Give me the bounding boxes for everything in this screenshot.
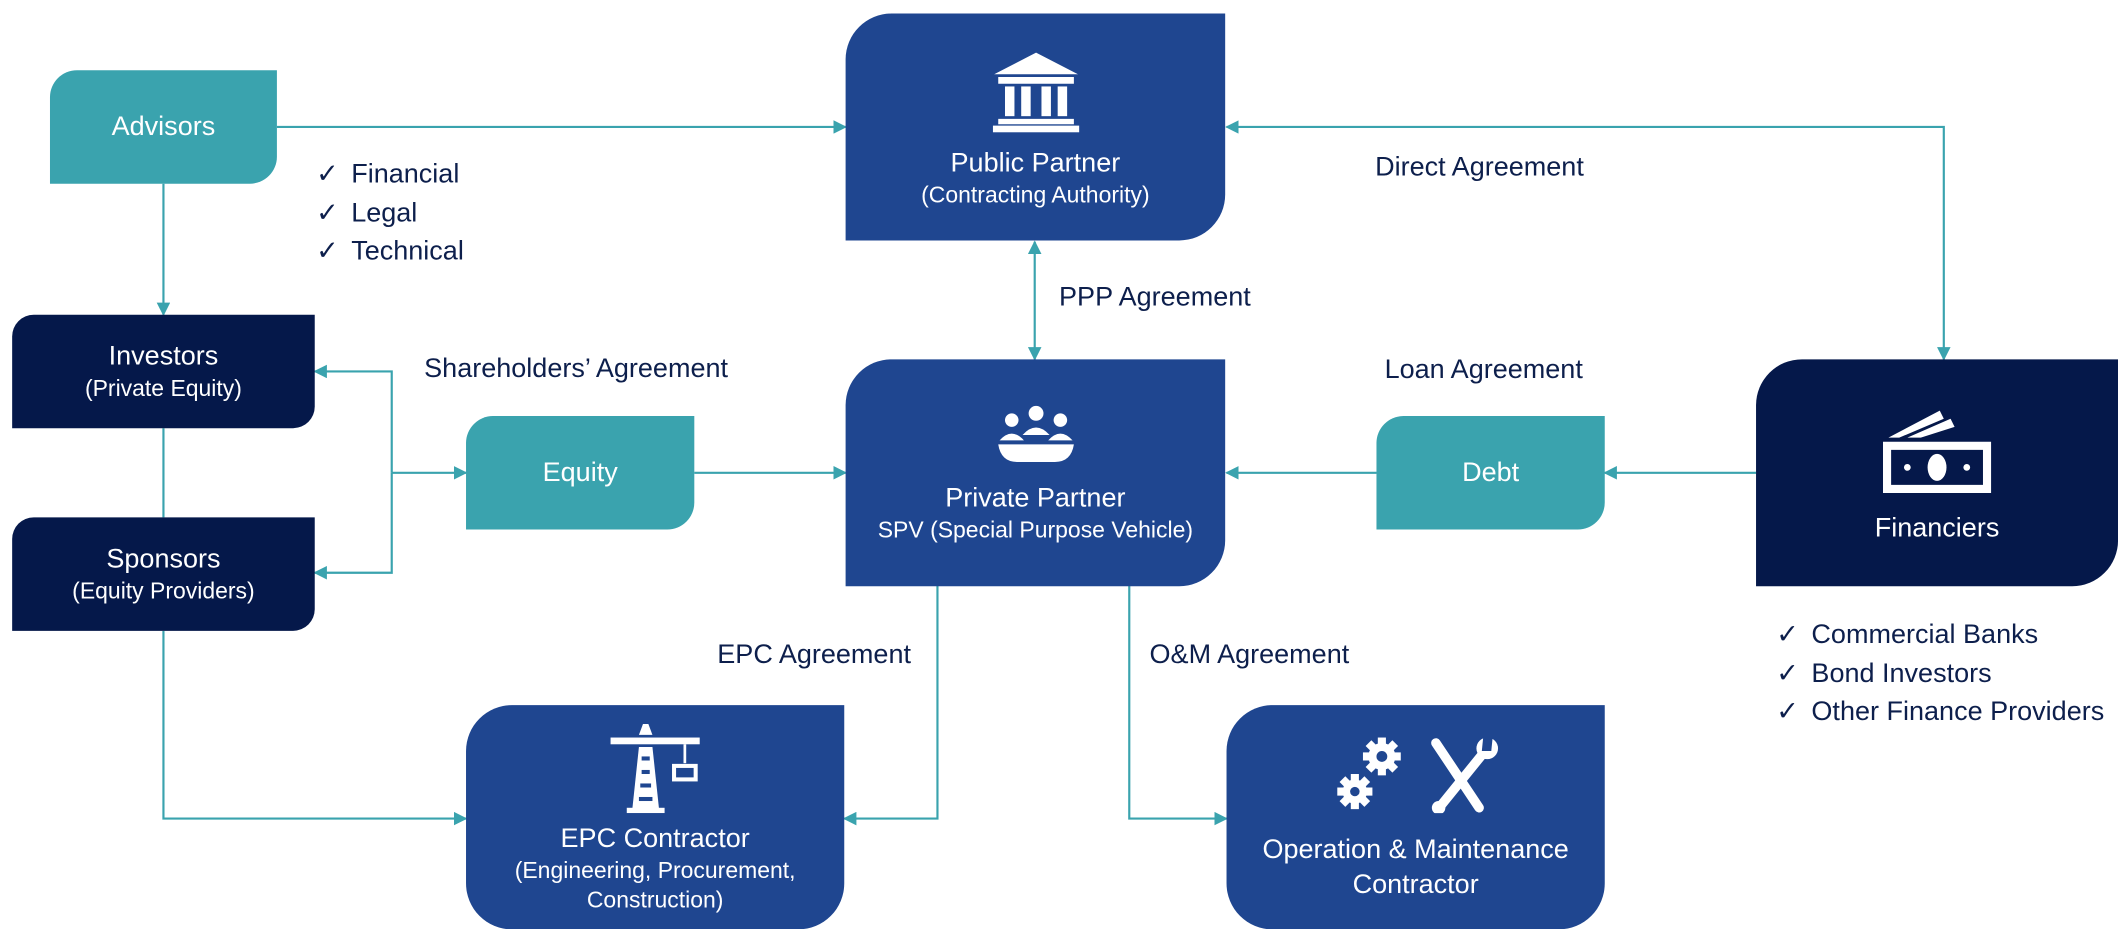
investors-title: Investors [108,341,219,372]
financier-type-label: Commercial Banks [1811,620,2039,650]
advisor-type-label: Technical [351,236,464,267]
banknote-icon [1883,410,1992,494]
shareholders-agreement-label: Shareholders’ Agreement [424,353,729,384]
public-partner-subtitle: (Contracting Authority) [921,182,1150,209]
advisor-types-list: ✓ Financial ✓ Legal ✓ Technical [316,155,464,270]
epc-agreement-arrow [842,584,939,826]
check-icon: ✓ [316,236,339,267]
financier-type-item: ✓ Other Finance Providers [1776,693,2104,731]
debt-node: Debt [1376,416,1605,530]
check-icon: ✓ [316,159,339,190]
bank-building-icon [992,52,1079,133]
investors-subtitle: (Private Equity) [84,375,242,402]
people-meeting-icon [997,405,1074,462]
public-partner-node: Public Partner (Contracting Authority) [845,13,1226,241]
sponsors-title: Sponsors [106,544,221,575]
om-agreement-arrow [1128,584,1228,826]
equity-title: Equity [542,457,618,488]
advisor-type-label: Legal [351,197,418,228]
public-partner-title: Public Partner [950,148,1121,179]
direct-agreement-label: Direct Agreement [1375,152,1584,183]
financier-type-label: Other Finance Providers [1811,697,2105,727]
advisors-node: Advisors [49,70,277,184]
advisor-type-item: ✓ Technical [316,232,464,270]
financiers-node: Financiers [1756,359,2118,587]
advisor-type-item: ✓ Financial [316,155,464,193]
epc-contractor-subtitle-line1: (Engineering, Procurement, [514,857,796,884]
direct-agreement-arrow [1225,120,1951,361]
financier-types-list: ✓ Commercial Banks ✓ Bond Investors ✓ Other… [1776,616,2104,731]
crane-icon [610,724,700,814]
advisor-type-item: ✓ Legal [316,194,464,232]
investors-node: Investors (Private Equity) [12,314,315,429]
financier-type-label: Bond Investors [1811,658,1992,689]
om-contractor-title-line2: Contractor [1352,869,1479,900]
private-partner-node: Private Partner SPV (Special Purpose Veh… [845,359,1226,587]
om-agreement-label: O&M Agreement [1149,640,1350,670]
private-partner-subtitle: SPV (Special Purpose Vehicle) [877,517,1194,544]
shareholders-to-investors-arrow [313,364,393,473]
advisor-type-label: Financial [351,159,460,190]
sponsors-subtitle: (Equity Providers) [72,578,255,604]
check-icon: ✓ [1776,620,1799,650]
check-icon: ✓ [1776,697,1799,727]
shareholders-to-sponsors-arrow [313,472,393,580]
ppp-agreement-label: PPP Agreement [1059,282,1251,313]
epc-contractor-subtitle-line2: Construction) [586,887,724,914]
sponsors-to-epc-arrow [162,630,468,826]
gears-and-tools-icon [1337,737,1499,814]
check-icon: ✓ [1776,658,1799,689]
om-contractor-title-line1: Operation & Maintenance [1262,834,1569,865]
epc-contractor-title: EPC Contractor [560,823,750,854]
loan-agreement-label: Loan Agreement [1384,355,1583,385]
financier-type-item: ✓ Bond Investors [1776,654,2104,692]
private-partner-title: Private Partner [945,483,1126,514]
check-icon: ✓ [316,197,339,228]
advisors-title: Advisors [111,112,216,142]
om-contractor-node: Operation & Maintenance Contractor [1226,705,1605,929]
financier-type-item: ✓ Commercial Banks [1776,616,2104,654]
equity-node: Equity [466,416,695,530]
sponsors-node: Sponsors (Equity Providers) [12,517,315,631]
debt-title: Debt [1462,457,1520,488]
epc-contractor-node: EPC Contractor (Engineering, Procurement… [466,705,845,929]
epc-agreement-label: EPC Agreement [717,640,912,670]
financiers-title: Financiers [1874,513,2000,544]
